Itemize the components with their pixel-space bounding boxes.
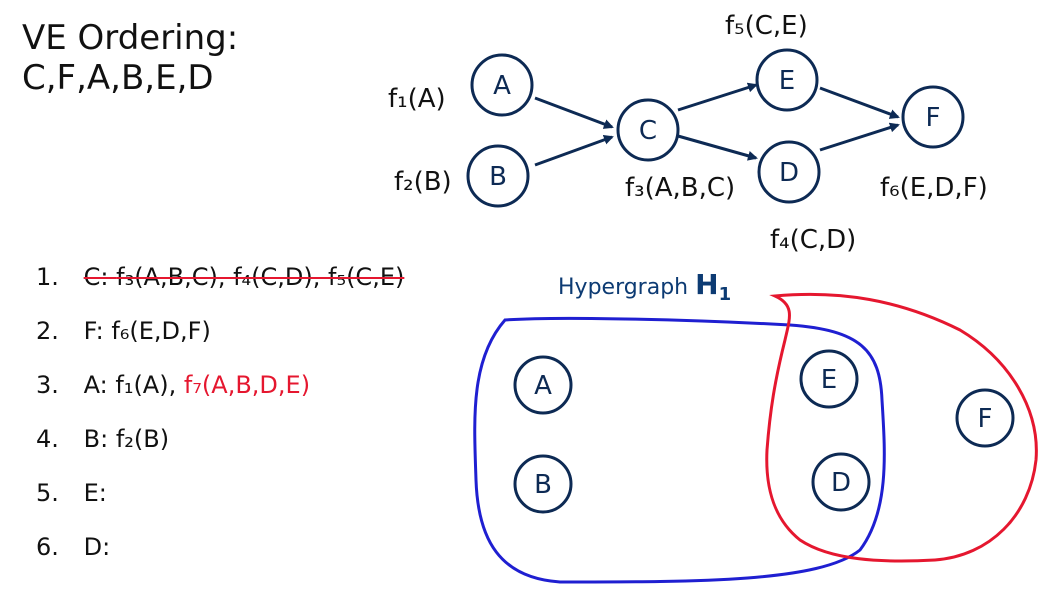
hypergraph-node-f: F xyxy=(955,388,1015,448)
hypergraph-h-subscript: 1 xyxy=(718,284,732,305)
edge-d-f xyxy=(819,122,900,152)
step-6: 6. D: xyxy=(36,525,404,579)
hyperedge-blue xyxy=(473,316,886,584)
factor-f6-label: f₆(E,D,F) xyxy=(880,173,988,203)
node-b: B xyxy=(466,144,530,208)
svg-text:D: D xyxy=(831,468,851,498)
step-factors: f₂(B) xyxy=(115,425,170,453)
step-1-content: C: f₃(A,B,C), f₄(C,D), f₅(C,E) xyxy=(84,263,405,291)
factor-f4-label: f₄(C,D) xyxy=(770,225,856,255)
new-factor-f7: f₇(A,B,D,E) xyxy=(183,371,311,399)
ve-ordering-title: VE Ordering: C,F,A,B,E,D xyxy=(22,18,238,98)
step-2: 2. F: f₆(E,D,F) xyxy=(36,309,404,363)
hypergraph-node-d: D xyxy=(811,452,871,512)
node-e: E xyxy=(755,48,819,112)
svg-text:A: A xyxy=(534,371,552,401)
step-4: 4. B: f₂(B) xyxy=(36,417,404,471)
svg-text:D: D xyxy=(779,158,799,188)
svg-text:E: E xyxy=(779,66,795,96)
step-variable: D: xyxy=(83,533,111,561)
step-factors: f₆(E,D,F) xyxy=(111,317,211,345)
factor-f1-label: f₁(A) xyxy=(388,84,446,114)
step-variable: C: xyxy=(83,263,109,291)
step-number: 3. xyxy=(36,371,59,399)
hypergraph-title-text: Hypergraph xyxy=(558,275,689,300)
node-a: A xyxy=(470,53,534,117)
step-number: 2. xyxy=(36,317,59,345)
edge-a-c xyxy=(534,96,614,129)
step-factors: f₃(A,B,C), f₄(C,D), f₅(C,E) xyxy=(116,263,405,291)
title-line-1: VE Ordering: xyxy=(22,18,239,58)
step-variable: F: xyxy=(83,317,104,345)
svg-text:B: B xyxy=(534,470,552,500)
step-number: 1. xyxy=(36,263,59,291)
svg-text:E: E xyxy=(821,365,837,395)
svg-text:C: C xyxy=(639,116,657,146)
factor-f5-label: f₅(C,E) xyxy=(725,11,808,41)
step-5: 5. E: xyxy=(36,471,404,525)
step-variable: A: xyxy=(83,371,108,399)
svg-text:F: F xyxy=(926,103,941,133)
svg-text:B: B xyxy=(489,162,507,192)
svg-text:A: A xyxy=(493,71,511,101)
edge-c-e xyxy=(677,82,758,112)
node-c: C xyxy=(616,98,680,162)
step-number: 6. xyxy=(36,533,59,561)
step-3: 3. A: f₁(A), f₇(A,B,D,E) xyxy=(36,363,404,417)
step-number: 5. xyxy=(36,479,59,507)
title-line-2: C,F,A,B,E,D xyxy=(22,58,214,98)
hypergraph-node-b: B xyxy=(513,454,573,514)
step-factors: f₁(A), xyxy=(115,371,177,399)
step-number: 4. xyxy=(36,425,59,453)
factor-f3-label: f₃(A,B,C) xyxy=(625,173,735,203)
svg-text:F: F xyxy=(978,404,993,434)
hypergraph-title: Hypergraph H1 xyxy=(558,268,731,305)
hypergraph-node-a: A xyxy=(513,355,573,415)
node-f: F xyxy=(901,85,965,149)
step-variable: E: xyxy=(83,479,107,507)
hypergraph-h-letter: H xyxy=(695,268,719,301)
edge-c-d xyxy=(677,134,758,161)
step-1: 1. C: f₃(A,B,C), f₄(C,D), f₅(C,E) xyxy=(36,255,404,309)
node-d: D xyxy=(757,140,821,204)
hyperedge-red xyxy=(765,292,1038,563)
factor-f2-label: f₂(B) xyxy=(394,167,452,197)
step-variable: B: xyxy=(83,425,109,453)
hypergraph-node-e: E xyxy=(799,349,859,409)
edge-b-c xyxy=(534,135,614,167)
elimination-steps-list: 1. C: f₃(A,B,C), f₄(C,D), f₅(C,E) 2. F: … xyxy=(36,255,404,579)
edge-e-f xyxy=(819,86,900,119)
